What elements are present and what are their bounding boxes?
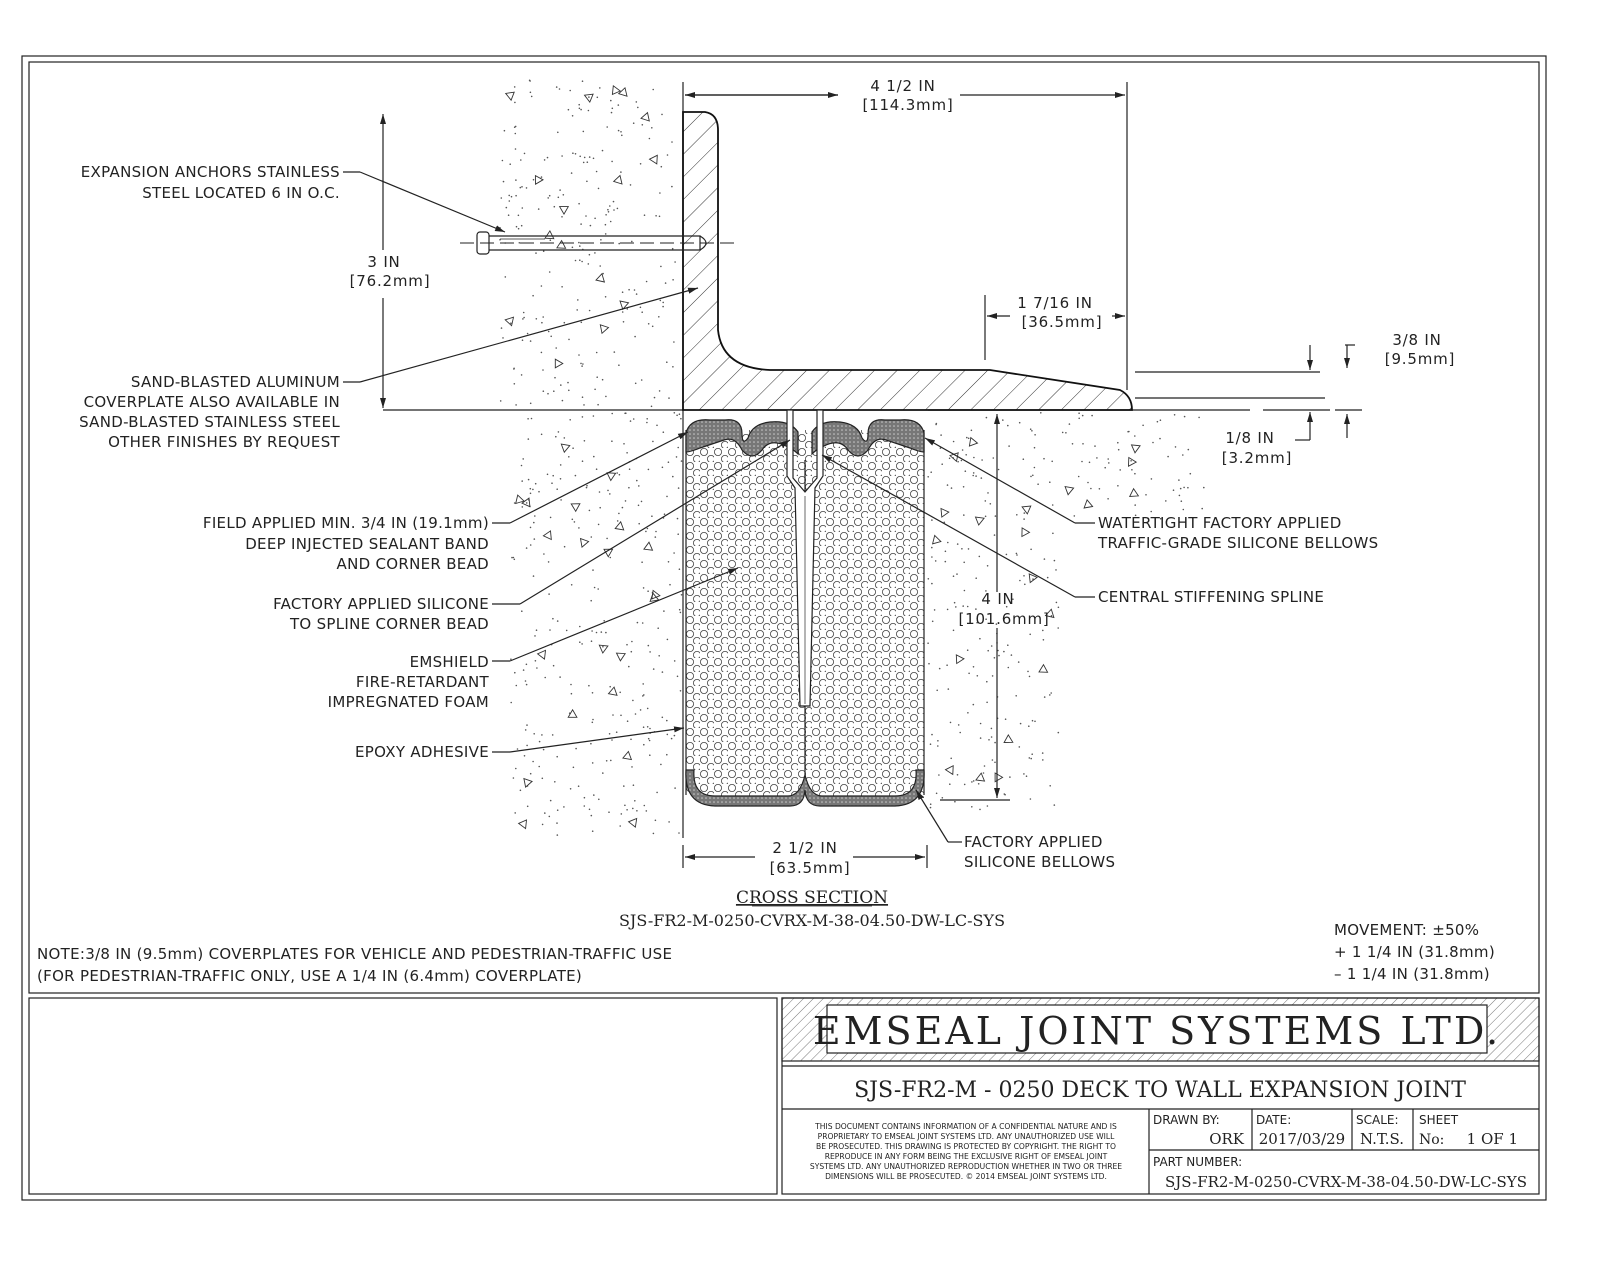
callout-sealant-3: AND CORNER BEAD: [337, 555, 489, 573]
dim-joint-width-mm: [63.5mm]: [770, 859, 851, 877]
callouts-right: WATERTIGHT FACTORY APPLIED TRAFFIC-GRADE…: [964, 514, 1378, 871]
callout-foam-1: EMSHIELD: [410, 653, 489, 671]
dim-lip-mm: [36.5mm]: [1022, 313, 1103, 331]
movement-minus: – 1 1/4 IN (31.8mm): [1334, 965, 1490, 983]
dim-depth-mm: [101.6mm]: [958, 610, 1049, 628]
dim-thickness: 3/8 IN: [1392, 331, 1441, 349]
note-line-2: (FOR PEDESTRIAN-TRAFFIC ONLY, USE A 1/4 …: [37, 967, 582, 985]
disclaimer-2: PROPRIETARY TO EMSEAL JOINT SYSTEMS LTD.…: [818, 1132, 1115, 1141]
aluminum-coverplate: [682, 111, 1133, 411]
callout-sealant-1: FIELD APPLIED MIN. 3/4 IN (19.1mm): [203, 514, 489, 532]
dim-lip: 1 7/16 IN: [1017, 294, 1093, 312]
dim-width-top: 4 1/2 IN: [870, 77, 935, 95]
callout-coverplate-1: SAND-BLASTED ALUMINUM: [131, 373, 340, 391]
dim-edge-mm: [3.2mm]: [1222, 449, 1292, 467]
callout-coverplate-4: OTHER FINISHES BY REQUEST: [108, 433, 340, 451]
drawn-by-label: DRAWN BY:: [1153, 1113, 1220, 1127]
callout-anchors-2: STEEL LOCATED 6 IN O.C.: [142, 184, 340, 202]
notes-box: [28, 997, 778, 1195]
callout-bellows-top-2: TRAFFIC-GRADE SILICONE BELLOWS: [1097, 534, 1378, 552]
disclaimer-5: SYSTEMS LTD. ANY UNAUTHORIZED REPRODUCTI…: [810, 1162, 1122, 1171]
note-line-1: NOTE:3/8 IN (9.5mm) COVERPLATES FOR VEHI…: [37, 945, 672, 963]
dimension-lines: [380, 82, 1362, 868]
outer-border: [21, 55, 1547, 1201]
callouts-left: EXPANSION ANCHORS STAINLESS STEEL LOCATE…: [79, 163, 489, 761]
callout-foam-2: FIRE-RETARDANT: [356, 673, 490, 691]
disclaimer: THIS DOCUMENT CONTAINS INFORMATION OF A …: [810, 1122, 1122, 1181]
dim-height-left-mm: [76.2mm]: [350, 272, 431, 290]
expansion-joint-assembly: [685, 409, 925, 807]
callout-foam-3: IMPREGNATED FOAM: [328, 693, 489, 711]
dim-thickness-mm: [9.5mm]: [1385, 350, 1455, 368]
dim-edge: 1/8 IN: [1225, 429, 1274, 447]
bottom-silicone-bellows: [685, 769, 925, 807]
section-title: CROSS SECTION: [736, 888, 888, 908]
callout-bellows-bottom-1: FACTORY APPLIED: [964, 833, 1103, 851]
sheet-value: 1 OF 1: [1467, 1130, 1518, 1148]
movement-plus: + 1 1/4 IN (31.8mm): [1334, 943, 1495, 961]
disclaimer-3: BE PROSECUTED. THIS DRAWING IS PROTECTED…: [816, 1142, 1116, 1151]
dim-joint-width: 2 1/2 IN: [772, 839, 837, 857]
callout-coverplate-2: COVERPLATE ALSO AVAILABLE IN: [84, 393, 340, 411]
callout-spline-bead-2: TO SPLINE CORNER BEAD: [289, 615, 489, 633]
drawing-title: SJS-FR2-M - 0250 DECK TO WALL EXPANSION …: [854, 1078, 1466, 1103]
scale-value: N.T.S.: [1360, 1130, 1404, 1148]
dim-height-left: 3 IN: [367, 253, 400, 271]
date-label: DATE:: [1256, 1113, 1291, 1127]
disclaimer-4: REPRODUCE IN ANY FORM BEING THE EXCLUSIV…: [825, 1152, 1108, 1161]
expansion-anchor: [460, 231, 735, 255]
callout-bellows-bottom-2: SILICONE BELLOWS: [964, 853, 1115, 871]
scale-label: SCALE:: [1356, 1113, 1399, 1127]
title-block: EMSEAL JOINT SYSTEMS LTD. SJS-FR2-M - 02…: [28, 997, 1540, 1195]
callout-spline: CENTRAL STIFFENING SPLINE: [1098, 588, 1324, 606]
company-name: EMSEAL JOINT SYSTEMS LTD.: [813, 1009, 1501, 1053]
callout-epoxy: EPOXY ADHESIVE: [355, 743, 489, 761]
callout-coverplate-3: SAND-BLASTED STAINLESS STEEL: [79, 413, 340, 431]
disclaimer-6: DIMENSIONS WILL BE PROSECUTED. © 2014 EM…: [825, 1172, 1107, 1181]
callout-bellows-top-1: WATERTIGHT FACTORY APPLIED: [1098, 514, 1342, 532]
drawn-by-value: ORK: [1209, 1130, 1245, 1148]
dimension-texts: 4 1/2 IN [114.3mm] 3 IN [76.2mm] 1 7/16 …: [350, 77, 1455, 877]
dim-depth: 4 IN: [981, 590, 1014, 608]
drawing-frame: [28, 61, 1540, 994]
sheet-label: SHEET: [1419, 1113, 1459, 1127]
disclaimer-1: THIS DOCUMENT CONTAINS INFORMATION OF A …: [814, 1122, 1117, 1131]
movement-label: MOVEMENT: ±50%: [1334, 921, 1479, 939]
leader-lines: [343, 171, 1095, 843]
dim-width-top-mm: [114.3mm]: [862, 96, 953, 114]
callout-sealant-2: DEEP INJECTED SEALANT BAND: [245, 535, 489, 553]
callout-anchors-1: EXPANSION ANCHORS STAINLESS: [81, 163, 340, 181]
concrete-substrate: [499, 79, 1205, 836]
sheet-no-label: No:: [1419, 1132, 1444, 1148]
date-value: 2017/03/29: [1259, 1130, 1345, 1148]
section-code: SJS-FR2-M-0250-CVRX-M-38-04.50-DW-LC-SYS: [619, 911, 1005, 930]
callout-spline-bead-1: FACTORY APPLIED SILICONE: [273, 595, 489, 613]
part-number-label: PART NUMBER:: [1153, 1155, 1242, 1169]
part-number-value: SJS-FR2-M-0250-CVRX-M-38-04.50-DW-LC-SYS: [1165, 1173, 1527, 1191]
